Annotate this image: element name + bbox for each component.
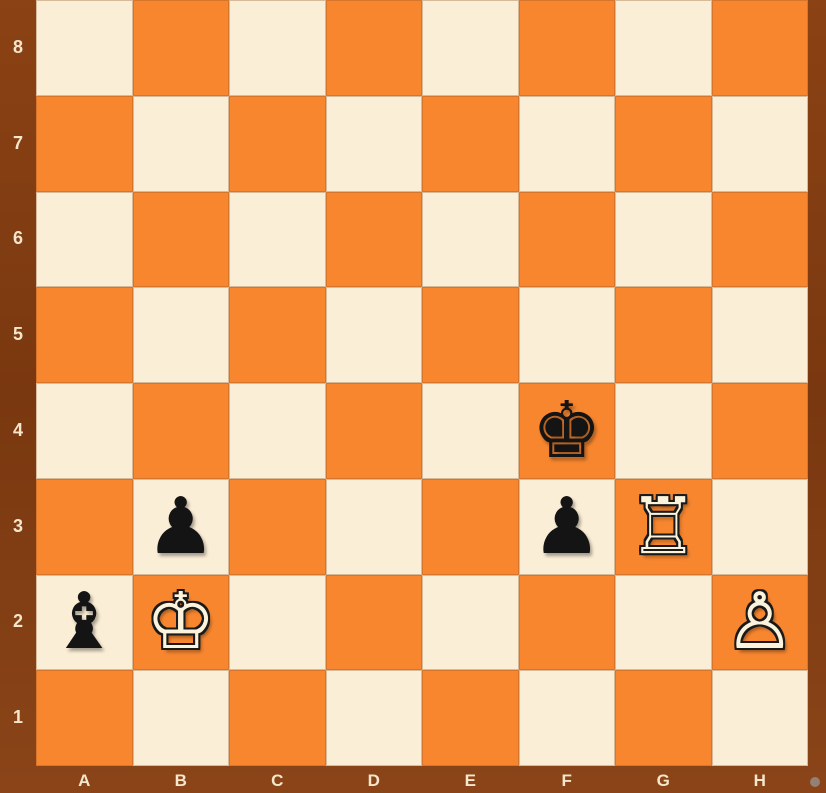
square-h7[interactable] [712,96,809,192]
white-rook-icon[interactable]: ♖ [616,480,711,574]
square-b7[interactable] [133,96,230,192]
square-g2[interactable] [615,575,712,671]
square-h1[interactable] [712,670,809,766]
square-a7[interactable] [36,96,133,192]
file-label-d: D [326,768,423,793]
square-e6[interactable] [422,192,519,288]
file-label-h: H [712,768,809,793]
square-b3[interactable]: ♟ [133,479,230,575]
square-b8[interactable] [133,0,230,96]
square-e2[interactable] [422,575,519,671]
file-label-c: C [229,768,326,793]
black-king-icon[interactable]: ♚ [520,384,615,478]
file-label-f: F [519,768,616,793]
square-f2[interactable] [519,575,616,671]
black-pawn-icon[interactable]: ♟ [520,480,615,574]
rank-label-1: 1 [0,707,36,728]
black-bishop-icon[interactable]: ♝ [37,576,132,670]
square-c8[interactable] [229,0,326,96]
file-label-g: G [615,768,712,793]
square-c3[interactable] [229,479,326,575]
square-f8[interactable] [519,0,616,96]
square-e4[interactable] [422,383,519,479]
chess-board: ♚♟♟♖♝♔♙ [36,0,808,766]
square-e8[interactable] [422,0,519,96]
square-b2[interactable]: ♔ [133,575,230,671]
square-f7[interactable] [519,96,616,192]
square-c5[interactable] [229,287,326,383]
square-h3[interactable] [712,479,809,575]
square-e1[interactable] [422,670,519,766]
square-c7[interactable] [229,96,326,192]
square-d4[interactable] [326,383,423,479]
square-g3[interactable]: ♖ [615,479,712,575]
square-d3[interactable] [326,479,423,575]
square-f1[interactable] [519,670,616,766]
square-c1[interactable] [229,670,326,766]
square-c4[interactable] [229,383,326,479]
white-pawn-icon[interactable]: ♙ [713,576,808,670]
square-f6[interactable] [519,192,616,288]
square-g8[interactable] [615,0,712,96]
square-e3[interactable] [422,479,519,575]
square-b5[interactable] [133,287,230,383]
square-a8[interactable] [36,0,133,96]
square-a6[interactable] [36,192,133,288]
square-g6[interactable] [615,192,712,288]
square-b6[interactable] [133,192,230,288]
square-h6[interactable] [712,192,809,288]
file-label-e: E [422,768,519,793]
square-e7[interactable] [422,96,519,192]
square-d8[interactable] [326,0,423,96]
square-h8[interactable] [712,0,809,96]
rank-label-4: 4 [0,420,36,441]
square-f4[interactable]: ♚ [519,383,616,479]
black-pawn-icon[interactable]: ♟ [134,480,229,574]
square-a2[interactable]: ♝ [36,575,133,671]
rank-label-7: 7 [0,133,36,154]
square-g1[interactable] [615,670,712,766]
file-label-b: B [133,768,230,793]
square-a1[interactable] [36,670,133,766]
square-d5[interactable] [326,287,423,383]
square-g5[interactable] [615,287,712,383]
rank-label-5: 5 [0,324,36,345]
square-h4[interactable] [712,383,809,479]
square-c2[interactable] [229,575,326,671]
rank-label-6: 6 [0,228,36,249]
square-f3[interactable]: ♟ [519,479,616,575]
square-a4[interactable] [36,383,133,479]
square-d6[interactable] [326,192,423,288]
square-b1[interactable] [133,670,230,766]
rank-label-3: 3 [0,516,36,537]
square-c6[interactable] [229,192,326,288]
square-a3[interactable] [36,479,133,575]
square-b4[interactable] [133,383,230,479]
file-label-a: A [36,768,133,793]
square-d7[interactable] [326,96,423,192]
square-g7[interactable] [615,96,712,192]
corner-dot-icon [810,777,820,787]
rank-label-2: 2 [0,611,36,632]
square-d1[interactable] [326,670,423,766]
square-g4[interactable] [615,383,712,479]
square-a5[interactable] [36,287,133,383]
square-d2[interactable] [326,575,423,671]
square-h5[interactable] [712,287,809,383]
square-h2[interactable]: ♙ [712,575,809,671]
square-f5[interactable] [519,287,616,383]
white-king-icon[interactable]: ♔ [134,576,229,670]
square-e5[interactable] [422,287,519,383]
rank-label-8: 8 [0,37,36,58]
